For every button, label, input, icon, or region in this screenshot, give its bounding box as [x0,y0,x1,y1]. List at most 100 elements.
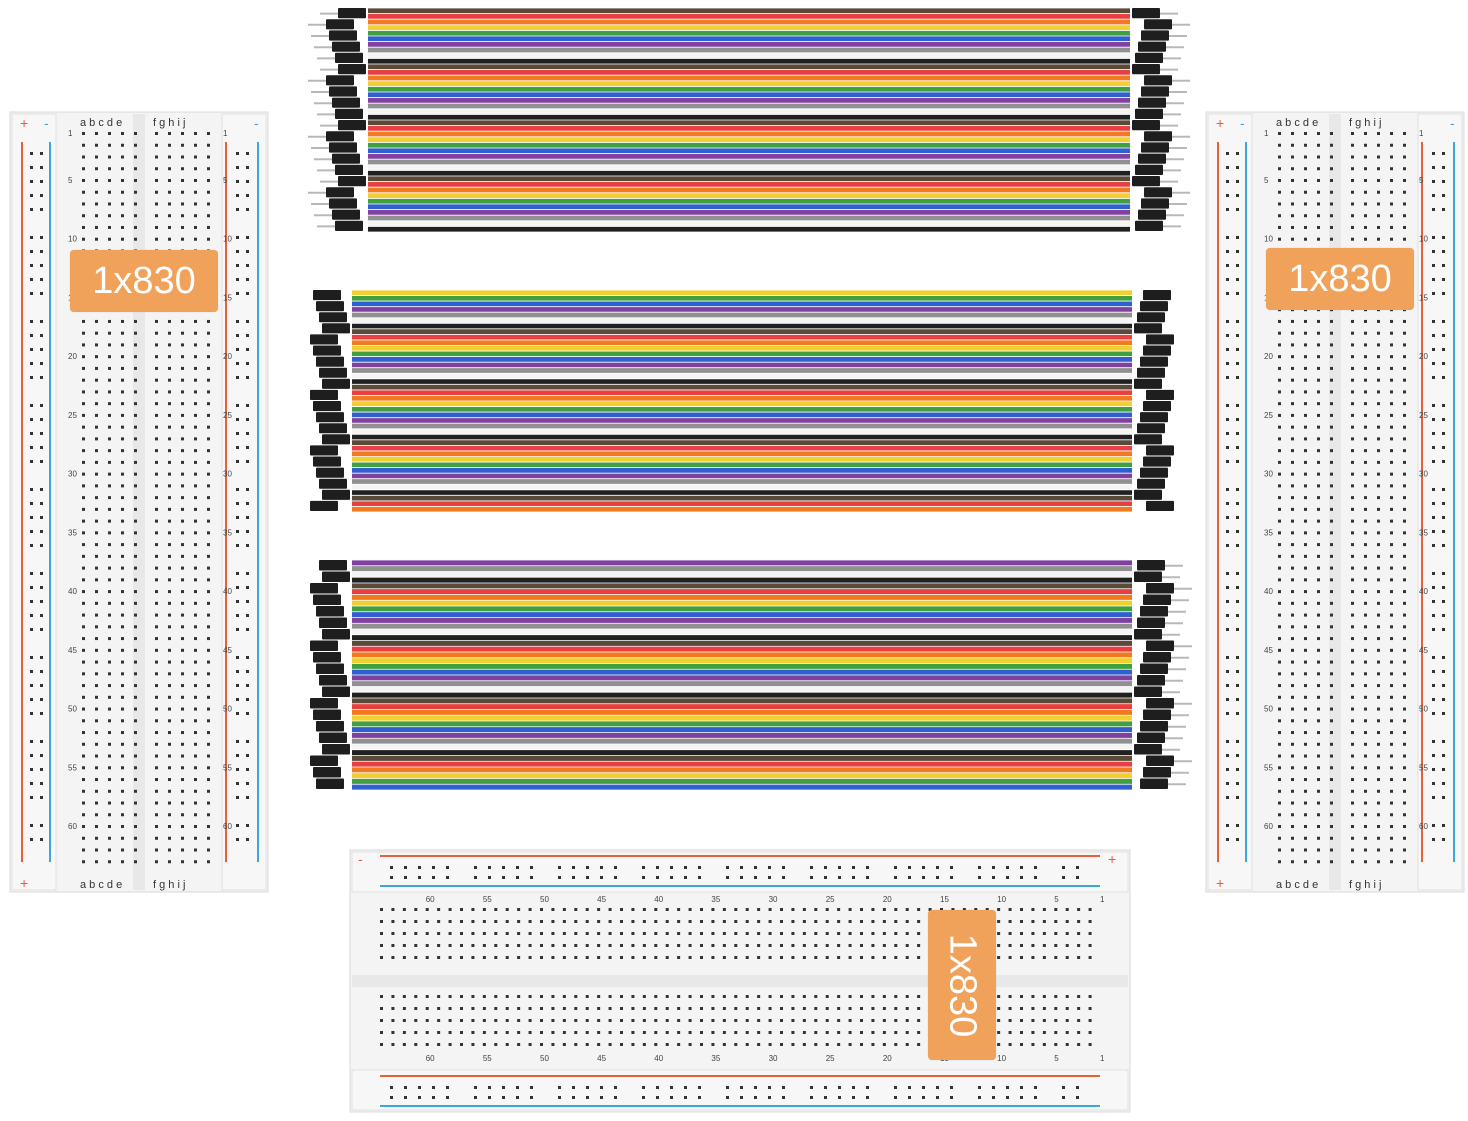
hole [1077,1031,1081,1034]
hole [837,1007,841,1010]
hole [1390,825,1393,829]
hole [1291,601,1294,605]
hole [1278,695,1281,699]
hole [121,531,124,535]
connector-housing-left [332,97,360,108]
hole [82,132,85,135]
hole [1432,152,1435,155]
hole [768,1086,771,1089]
hole [528,956,532,959]
hole [517,1043,521,1046]
hole [642,1043,646,1046]
hole [404,866,407,869]
hole [121,366,124,370]
breadboard-right-label: 1x830 [1266,248,1414,310]
hole [1390,601,1393,605]
hole [1317,178,1320,182]
hole [698,1086,701,1089]
hole [1390,543,1393,547]
hole [1403,343,1406,347]
hole [1291,331,1294,335]
hole [95,707,98,711]
hole [30,152,33,155]
hole [168,132,171,135]
hole [614,1096,617,1099]
hole [134,860,137,864]
hole [1020,956,1023,959]
hole [1330,625,1333,629]
hole [917,1007,921,1010]
row-number: 50 [1419,705,1428,714]
hole [1442,376,1445,379]
hole [745,944,749,947]
hole [40,278,43,281]
connector-housing-left [332,153,360,164]
hole [194,190,197,194]
hole [82,848,85,852]
hole [586,866,589,869]
hole [40,796,43,799]
hole [30,348,33,351]
row-number: 1 [223,129,228,138]
connector-housing-left [316,663,344,674]
hole [155,543,158,547]
hole [236,712,239,715]
hole [108,543,111,547]
hole [482,995,486,998]
hole [1317,167,1320,171]
hole [866,876,869,879]
hole [95,390,98,394]
hole [448,1031,452,1034]
hole [108,731,111,735]
hole [236,502,239,505]
hole [1432,530,1435,533]
row-number: 25 [1264,411,1273,420]
hole [711,1043,715,1046]
hole [390,1086,393,1089]
hole [791,944,795,947]
hole [194,801,197,805]
hole [585,920,589,923]
hole [917,932,921,935]
hole [437,920,441,923]
hole [1226,768,1229,771]
hole [1351,366,1354,370]
hole [860,995,863,998]
hole [860,908,863,911]
hole [551,995,555,998]
hole [236,600,239,603]
hole [505,920,509,923]
hole [1054,956,1058,959]
hole [978,1086,981,1089]
hole [1377,813,1380,817]
connector-housing-left [310,389,338,400]
hole [121,684,124,688]
hole [1304,566,1307,570]
hole [82,860,85,864]
row-number: 10 [1419,235,1428,244]
hole [1377,167,1380,171]
hole [848,995,852,998]
hole [246,404,249,407]
hole [1442,600,1445,603]
hole [207,613,210,617]
connector-housing-right [1143,345,1171,356]
hole [1403,801,1406,805]
connector-housing-right [1132,8,1160,19]
hole [134,801,137,805]
hole [155,695,158,699]
hole [246,698,249,701]
hole [1317,390,1320,394]
hole [494,908,498,911]
hole [1077,1043,1081,1046]
hole [700,944,703,947]
hole [894,1096,897,1099]
hole [1317,719,1320,723]
hole [1304,343,1307,347]
hole [860,956,863,959]
hole [246,628,249,631]
hole [791,1043,795,1046]
hole [1077,995,1081,998]
hole [1330,355,1333,359]
